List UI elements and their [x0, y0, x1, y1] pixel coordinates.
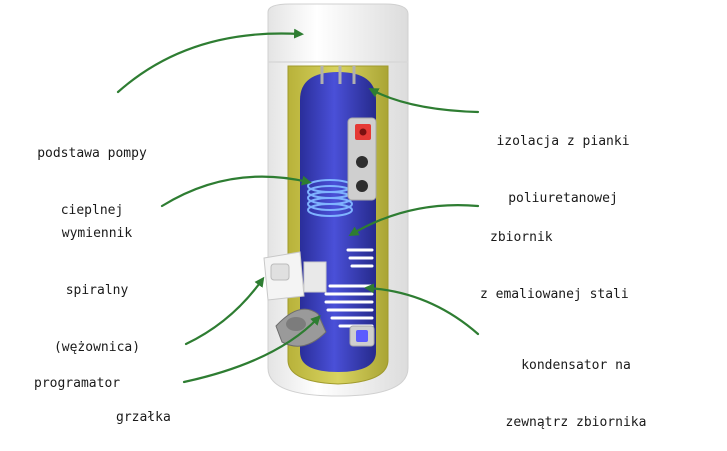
label-heater: grzałka	[116, 370, 196, 446]
label-spiral-exchanger: wymiennik spiralny (wężownica)	[32, 186, 162, 376]
arrow-heater	[182, 315, 321, 384]
label-line: izolacja z pianki	[496, 134, 630, 149]
label-heat-pump-base: podstawa pompy cieplnej	[12, 106, 172, 239]
inlet-connector-icon	[356, 180, 368, 192]
label-line: grzałka	[116, 410, 171, 425]
label-insulation: izolacja z pianki poliuretanowej	[478, 94, 648, 227]
label-condenser: kondensator na zewnątrz zbiornika	[476, 318, 676, 451]
arrow-steel-tank	[348, 204, 480, 237]
label-line: programator	[34, 376, 121, 391]
arrow-heat-pump-base	[116, 28, 304, 94]
callout-arrows	[116, 28, 480, 384]
arrow-insulation	[368, 88, 480, 114]
top-pipes	[320, 66, 356, 84]
arrow-programmer	[184, 276, 265, 346]
arrow-condenser	[364, 283, 480, 336]
label-programmer: programator	[34, 336, 184, 412]
label-line: (wężownica)	[53, 340, 141, 355]
label-line: kondensator na	[521, 358, 631, 373]
label-line: cieplnej	[60, 203, 124, 218]
label-line: z emaliowanej stali	[480, 287, 629, 302]
heat-pump-water-heater-diagram	[116, 3, 480, 397]
label-line: zewnątrz zbiornika	[505, 415, 647, 430]
arrow-spiral-exchanger	[160, 175, 312, 208]
label-line: wymiennik	[61, 226, 133, 241]
label-line: zbiornik	[490, 230, 553, 245]
label-line: podstawa pompy	[37, 146, 147, 161]
programmer-module	[263, 251, 327, 301]
label-line: spiralny	[65, 283, 129, 298]
condenser-valve-icon	[356, 330, 368, 342]
connection-panel	[347, 117, 377, 201]
outlet-connector-icon	[356, 156, 368, 168]
label-steel-tank: zbiornik z emaliowanej stali	[480, 190, 680, 323]
condenser-outlet	[349, 325, 375, 347]
label-line: poliuretanowej	[508, 191, 618, 206]
